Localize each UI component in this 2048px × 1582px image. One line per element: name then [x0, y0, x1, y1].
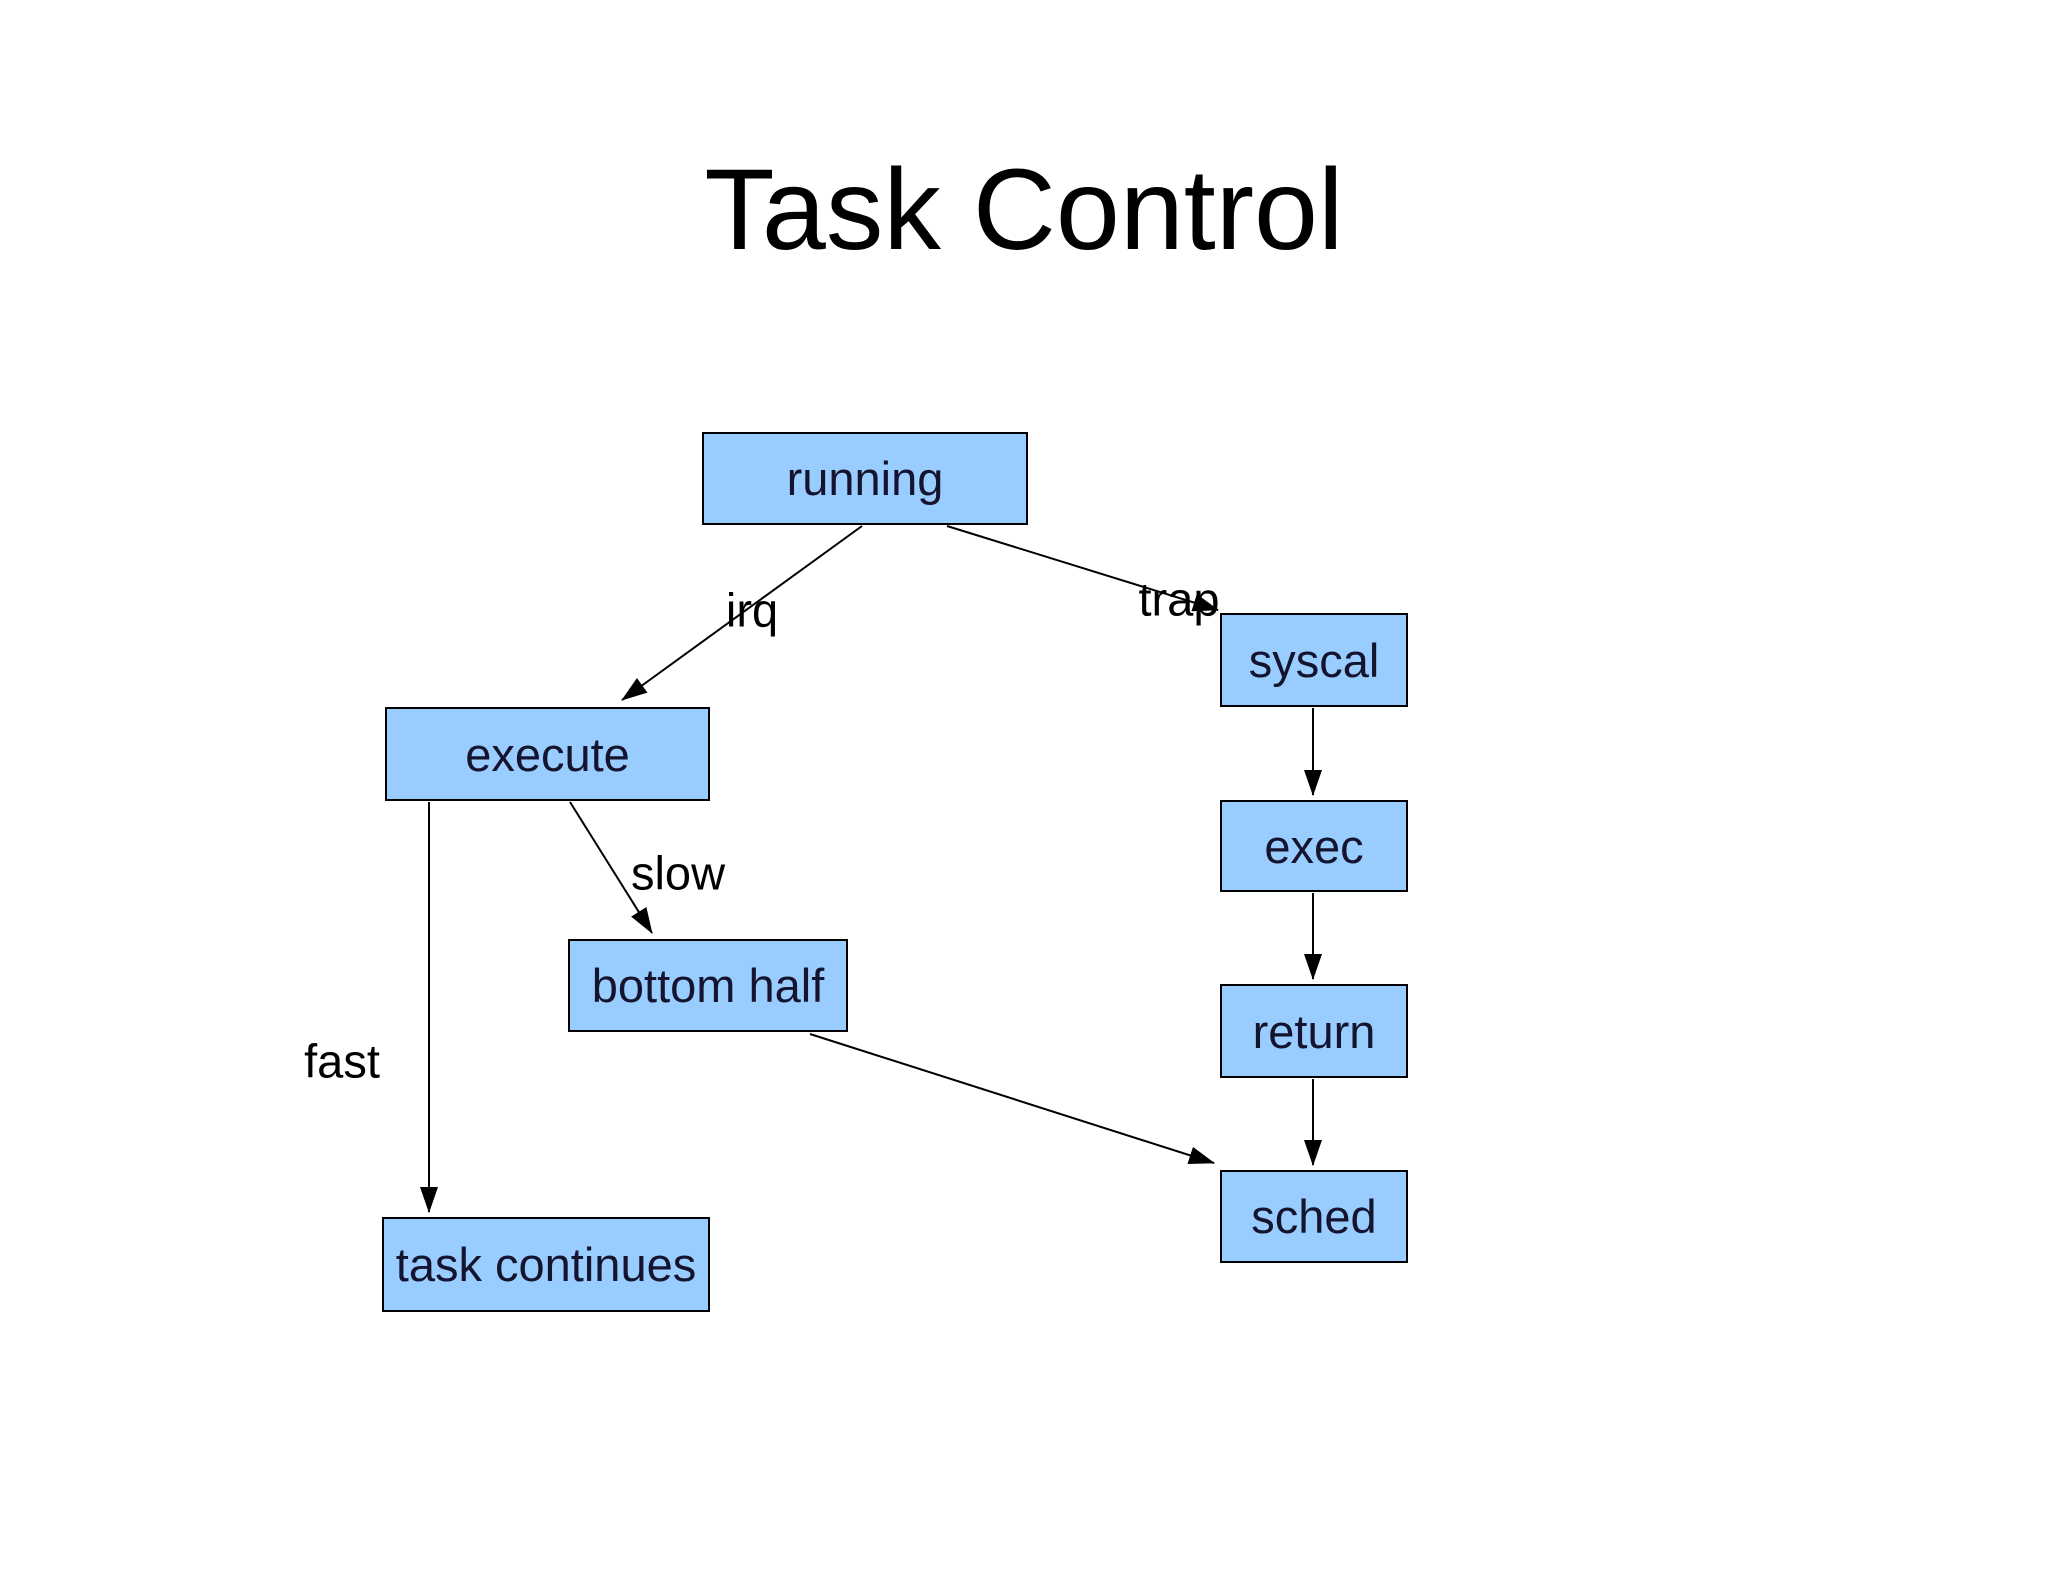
node-exec: exec [1220, 800, 1408, 892]
edge-execute-bottomhalf [569, 801, 653, 934]
edge-running-syscal [946, 525, 1219, 612]
slide-title: Task Control [704, 146, 1344, 274]
node-bottom-half: bottom half [568, 939, 848, 1032]
node-syscal: syscal [1220, 613, 1408, 707]
edge-bottomhalf-sched [809, 1033, 1215, 1164]
edge-label-fast: fast [304, 1034, 380, 1088]
edge-label-trap: trap [1138, 572, 1220, 626]
edge-label-slow: slow [630, 846, 726, 900]
edge-running-execute [621, 525, 863, 701]
node-sched: sched [1220, 1170, 1408, 1263]
node-execute: execute [385, 707, 710, 801]
edge-label-irq: irq [725, 583, 779, 637]
node-task-continues: task continues [382, 1217, 710, 1312]
node-return: return [1220, 984, 1408, 1078]
node-running: running [702, 432, 1028, 525]
